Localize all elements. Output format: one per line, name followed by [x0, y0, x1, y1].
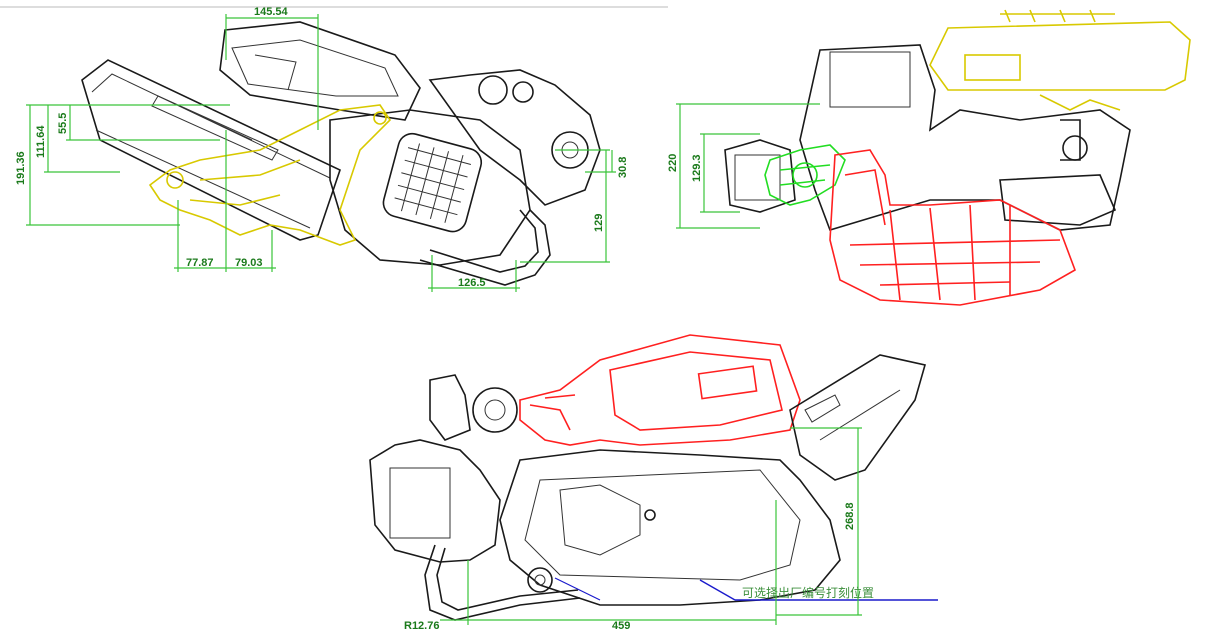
dim-77-87: 77.87: [186, 257, 214, 269]
dim-459: 459: [612, 620, 630, 632]
dim-191-36: 191.36: [15, 151, 27, 185]
muffler-outline: [81, 59, 341, 241]
side-view-engine: 145.54 191.36 111.64 55.5 77.87 79.03 12…: [0, 6, 668, 292]
top-view-engine: 220 129.3: [667, 9, 1191, 306]
highlight-green-part: [764, 144, 846, 206]
dim-126-5: 126.5: [458, 277, 486, 289]
dim-55-5: 55.5: [57, 113, 69, 134]
air-filter-housing: [219, 21, 421, 121]
highlight-red-part: [829, 149, 1076, 306]
crankcase: [329, 69, 601, 266]
dim-111-64: 111.64: [35, 125, 47, 158]
highlight-yellow-muffler: [929, 9, 1191, 111]
dim-268-8: 268.8: [844, 502, 856, 530]
dim-30-8: 30.8: [617, 157, 629, 178]
bottom-exhaust-pipe: [424, 544, 581, 621]
bottom-dimension-lines: [440, 427, 862, 625]
highlight-yellow-part: [148, 104, 392, 246]
serial-stamp-note: 可选择出厂编号打刻位置: [742, 585, 874, 600]
top-dimension-lines: [676, 103, 820, 229]
dim-145-54: 145.54: [254, 6, 289, 18]
engine-head-left: [369, 374, 518, 563]
dim-220: 220: [667, 154, 679, 172]
highlight-red-airbox: [519, 334, 801, 446]
dim-r12-76: R12.76: [404, 620, 439, 632]
bottom-view-engine: 268.8 459 R12.76 可选择出厂编号打刻位置: [369, 334, 938, 632]
cvt-cover: [499, 449, 841, 606]
left-dimension-lines: [26, 14, 616, 292]
dim-79-03: 79.03: [235, 257, 263, 269]
bottom-muffler: [789, 354, 927, 481]
dim-129: 129: [593, 214, 605, 232]
engine-body-top: [724, 44, 1131, 231]
exhaust-pipe: [419, 209, 551, 286]
dim-129-3: 129.3: [691, 154, 703, 182]
